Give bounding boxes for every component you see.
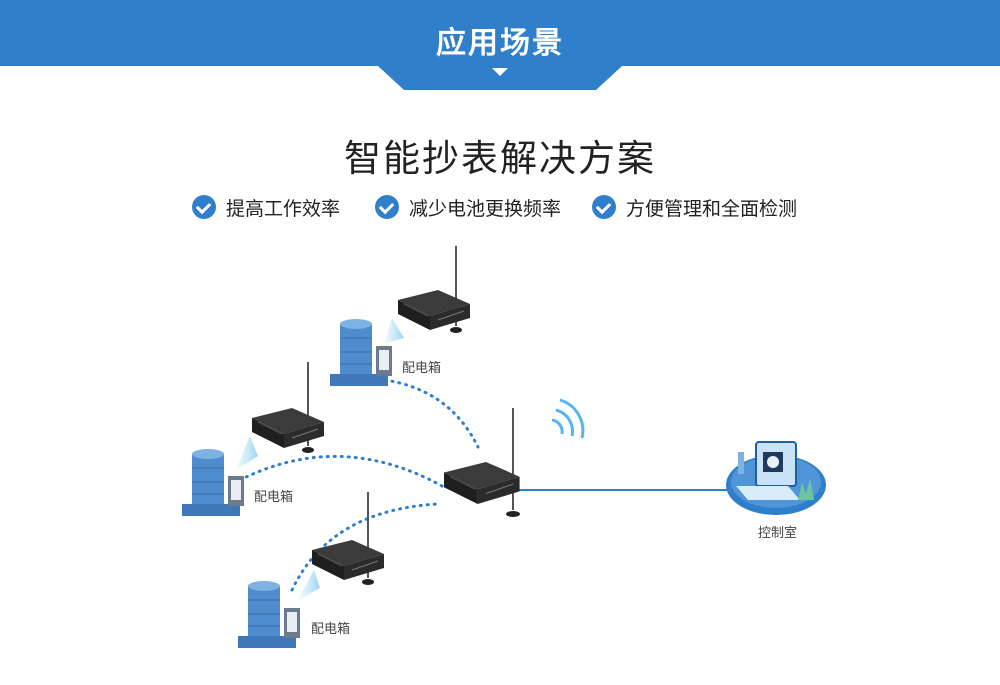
box-label: 配电箱: [402, 360, 441, 376]
control-room: 控制室: [726, 441, 826, 541]
distribution-box-icon: [329, 318, 393, 387]
header-tab: [378, 66, 622, 90]
page-header-title: 应用场景: [436, 26, 564, 61]
check-circle-icon: [592, 195, 616, 219]
feature-label: 提高工作效率: [226, 197, 341, 220]
chevron-down-icon: [492, 68, 508, 76]
wifi-signal-icon: [551, 398, 585, 439]
concentrator-icon: [397, 289, 471, 331]
wireless-link: [383, 378, 480, 449]
check-circle-icon: [375, 195, 399, 219]
meter-node: 配电箱: [237, 492, 385, 649]
distribution-box-icon: [237, 580, 301, 649]
feature-item: 方便管理和全面检测: [592, 192, 797, 222]
meter-node: 配电箱: [329, 246, 471, 387]
concentrator-icon: [311, 539, 385, 581]
wireless-link: [238, 454, 444, 488]
concentrator-icon: [251, 407, 325, 449]
feature-item: 提高工作效率: [192, 192, 340, 222]
box-label: 配电箱: [254, 489, 293, 505]
feature-label: 方便管理和全面检测: [626, 197, 798, 220]
control-room-label: 控制室: [758, 525, 797, 541]
main-title: 智能抄表解决方案: [344, 137, 656, 180]
feature-list: 提高工作效率 减少电池更换频率 方便管理和全面检测: [0, 192, 1000, 222]
concentrator-icon: [443, 461, 521, 505]
header-bar: [0, 0, 1000, 66]
distribution-box-icon: [181, 448, 245, 517]
central-concentrator: [443, 398, 585, 517]
meter-node: 配电箱: [181, 362, 325, 517]
check-circle-icon: [192, 195, 216, 219]
box-label: 配电箱: [311, 621, 350, 637]
feature-item: 减少电池更换频率: [375, 192, 561, 222]
wireless-link: [290, 502, 440, 592]
feature-label: 减少电池更换频率: [409, 197, 562, 220]
